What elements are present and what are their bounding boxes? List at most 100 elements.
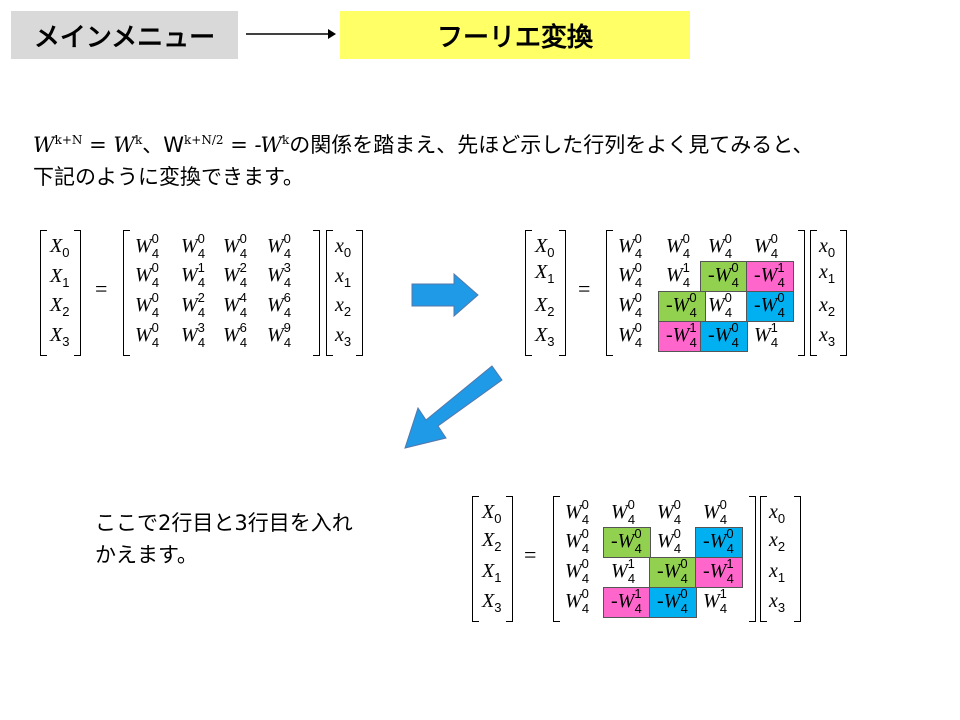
matrix-equation-1-matrix-cell: W04	[223, 231, 248, 261]
matrix-equation-1-lhs-entry: X1	[50, 265, 70, 290]
matrix-equation-1-matrix-cell: W04	[135, 320, 160, 350]
matrix-equation-2-matrix-cell: W04	[618, 290, 643, 320]
matrix-equation-3-lhs-right-bracket	[506, 496, 513, 622]
matrix-equation-3-rhs-left-bracket	[760, 496, 767, 622]
matrix-equation-3-rhs-entry: x1	[769, 560, 786, 585]
matrix-equation-2-lhs-entry: X1	[535, 261, 555, 286]
matrix-equation-3-lhs-entry: X0	[482, 501, 502, 526]
matrix-equation-3-rhs-right-bracket	[794, 496, 801, 622]
matrix-equation-3-matrix-cell: W14	[703, 586, 728, 616]
matrix-equation-3-rhs-entry: x0	[769, 501, 786, 526]
main-menu-label: メインメニュー	[33, 22, 216, 53]
matrix-equation-2-matrix-cell: -W04	[666, 290, 697, 320]
matrix-equation-3-matrix-left-bracket	[553, 496, 560, 622]
matrix-equation-2-lhs-entry: X0	[535, 235, 555, 260]
matrix-equation-2-matrix-cell: -W04	[708, 320, 739, 350]
matrix-equation-1-lhs-left-bracket	[40, 230, 47, 356]
swap-note-line-2: かえます。	[95, 543, 198, 567]
matrix-equation-1-rhs-entry: x2	[335, 294, 352, 319]
matrix-equation-2-rhs-entry: x1	[819, 261, 836, 286]
matrix-equation-2-rhs-entry: x0	[819, 235, 836, 260]
matrix-equation-2-highlight-green	[700, 261, 748, 292]
matrix-equation-3-matrix-cell: W04	[657, 526, 682, 556]
matrix-equation-1-matrix-cell: W44	[223, 290, 248, 320]
matrix-equation-1-matrix-cell: W24	[223, 260, 248, 290]
matrix-equation-3-matrix-cell: -W14	[703, 556, 734, 586]
matrix-equation-2-matrix-cell: -W14	[666, 320, 697, 350]
matrix-equation-3-lhs-left-bracket	[472, 496, 479, 622]
matrix-equation-2-lhs-left-bracket	[525, 230, 532, 356]
matrix-equation-1-lhs-entry: X0	[50, 235, 70, 260]
matrix-equation-1-rhs-entry: x0	[335, 235, 352, 260]
main-menu-button[interactable]: メインメニュー	[11, 11, 238, 59]
matrix-equation-3-matrix-cell: W14	[611, 556, 636, 586]
matrix-equation-2-equals-sign: =	[578, 276, 591, 301]
matrix-equation-2-matrix-cell: W14	[666, 260, 691, 290]
matrix-equation-2-lhs-right-bracket	[559, 230, 566, 356]
formula: Wk+N = Wk	[33, 133, 143, 157]
matrix-equation-3-matrix-cell: W04	[565, 556, 590, 586]
matrix-equation-3-matrix-cell: W04	[565, 497, 590, 527]
matrix-equation-1-matrix-cell: W04	[181, 231, 206, 261]
matrix-equation-2-matrix-cell: W04	[618, 260, 643, 290]
matrix-equation-2-matrix-cell: W04	[754, 231, 779, 261]
matrix-equation-2-highlight-blue	[700, 321, 748, 352]
matrix-equation-3-matrix-cell: -W14	[611, 586, 642, 616]
matrix-equation-1-matrix-left-bracket	[123, 230, 130, 356]
matrix-equation-1-matrix-cell: W34	[267, 260, 292, 290]
matrix-equation-3-matrix-cell: W04	[565, 526, 590, 556]
matrix-equation-1-matrix-cell: W34	[181, 320, 206, 350]
matrix-equation-1-equals-sign: =	[95, 276, 108, 301]
matrix-equation-3-matrix-cell: -W04	[703, 526, 734, 556]
matrix-equation-3-matrix-cell: -W04	[657, 556, 688, 586]
current-section-title: フーリエ変換	[340, 11, 690, 59]
matrix-equation-1-matrix-cell: W04	[135, 231, 160, 261]
matrix-equation-2-lhs-entry: X3	[535, 324, 555, 349]
matrix-equation-3-rhs-entry: x2	[769, 529, 786, 554]
matrix-equation-2-lhs-entry: X2	[535, 294, 555, 319]
matrix-equation-1-rhs-left-bracket	[326, 230, 333, 356]
matrix-equation-1-matrix-cell: W04	[267, 231, 292, 261]
matrix-equation-2-matrix-cell: -W04	[708, 260, 739, 290]
matrix-equation-2-matrix-cell: W04	[708, 231, 733, 261]
matrix-equation-3-highlight-green	[603, 527, 651, 558]
matrix-equation-2-highlight-blue	[746, 291, 794, 322]
matrix-equation-1-matrix-cell: W64	[223, 320, 248, 350]
matrix-equation-1-lhs-entry: X3	[50, 324, 70, 349]
matrix-equation-2-matrix-cell: W04	[708, 290, 733, 320]
swap-note: ここで2行目と3行目を入れ かえます。	[95, 507, 415, 571]
matrix-equation-1-matrix-cell: W64	[267, 290, 292, 320]
matrix-equation-3-matrix-cell: W04	[565, 586, 590, 616]
matrix-equation-3-lhs-entry: X3	[482, 590, 502, 615]
matrix-equation-1-matrix-cell: W24	[181, 290, 206, 320]
matrix-equation-3-lhs-entry: X1	[482, 560, 502, 585]
matrix-equation-1-matrix-cell: W04	[135, 260, 160, 290]
matrix-equation-1-rhs-entry: x1	[335, 265, 352, 290]
matrix-equation-2-matrix-cell: W04	[618, 320, 643, 350]
matrix-equation-3-matrix-cell: W04	[657, 497, 682, 527]
matrix-equation-3-lhs-entry: X2	[482, 529, 502, 554]
current-section-label: フーリエ変換	[436, 22, 593, 53]
swap-note-line-1: ここで2行目と3行目を入れ	[95, 511, 353, 535]
matrix-equation-2-rhs-right-bracket	[840, 230, 847, 356]
matrix-equation-1-rhs-right-bracket	[356, 230, 363, 356]
right-arrow-icon	[411, 272, 479, 318]
matrix-equation-2-matrix-cell: W14	[754, 320, 779, 350]
matrix-equation-3-rhs-entry: x3	[769, 590, 786, 615]
nav-arrow-icon	[246, 29, 336, 39]
down-left-arrow-icon	[404, 365, 503, 449]
matrix-equation-2-matrix-left-bracket	[606, 230, 613, 356]
matrix-equation-1-matrix-right-bracket	[313, 230, 320, 356]
matrix-equation-2-highlight-pink	[658, 321, 706, 352]
intro-line-2: 下記のように変換できます。	[33, 165, 304, 189]
matrix-equation-1-matrix-cell: W04	[135, 290, 160, 320]
matrix-equation-2-highlight-pink	[746, 261, 794, 292]
matrix-equation-3-matrix-right-bracket	[749, 496, 756, 622]
matrix-equation-2-matrix-cell: -W14	[754, 260, 785, 290]
matrix-equation-1-matrix-cell: W94	[267, 320, 292, 350]
matrix-equation-1-lhs-right-bracket	[74, 230, 81, 356]
matrix-equation-2-matrix-cell: W04	[618, 231, 643, 261]
matrix-equation-3-matrix-cell: W04	[611, 497, 636, 527]
matrix-equation-3-highlight-blue	[649, 587, 697, 618]
matrix-equation-2-rhs-entry: x3	[819, 324, 836, 349]
